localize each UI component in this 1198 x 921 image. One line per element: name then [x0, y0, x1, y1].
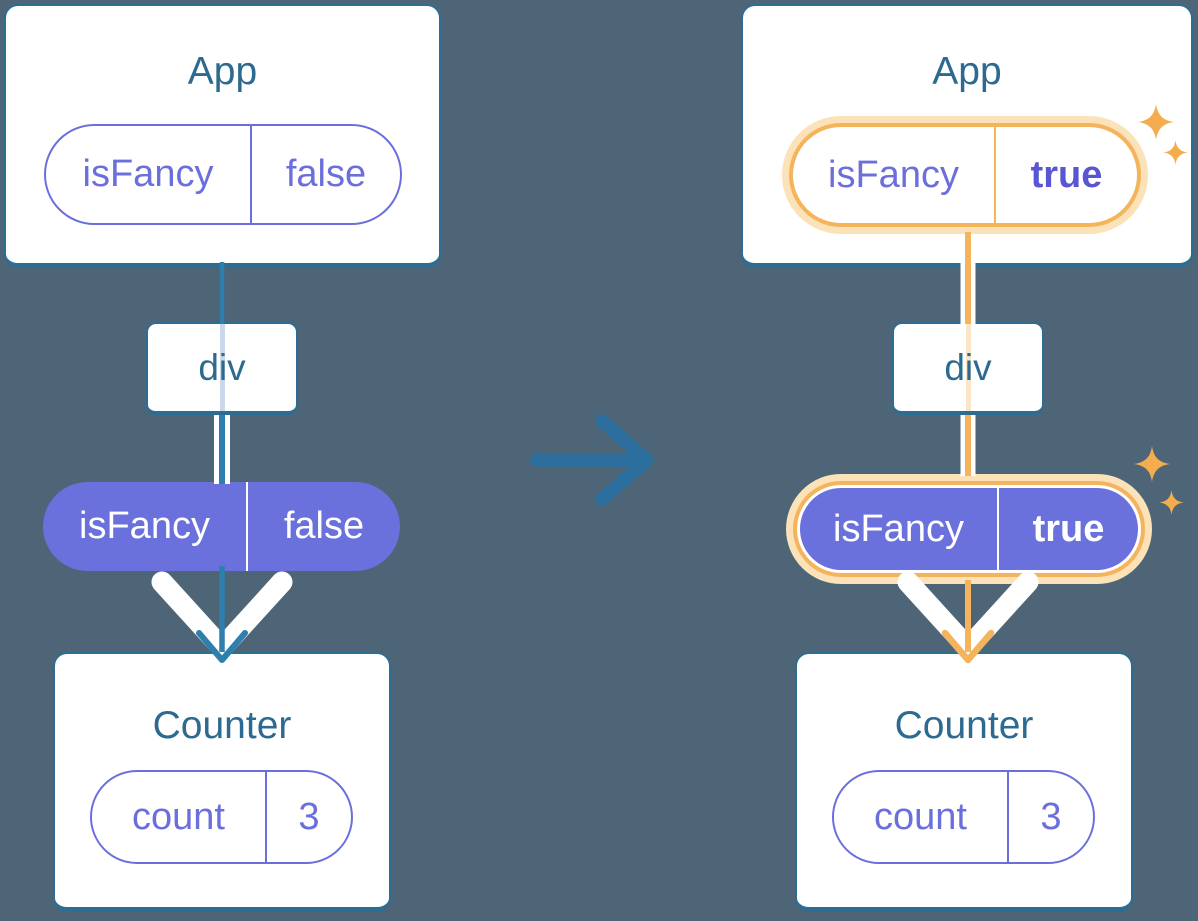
left-edge-app-div: [219, 262, 225, 324]
left-app-prop-value: false: [285, 153, 367, 195]
right-app-prop-value: true: [1030, 153, 1103, 196]
white-chevron-icon: [151, 571, 293, 659]
left-counter-state-value: 3: [298, 795, 320, 838]
left-edge-div-pill: [214, 415, 230, 484]
sparkle-icon-small: [1163, 140, 1188, 165]
left-passed-prop-pill: isFancy false: [43, 482, 400, 571]
right-prop-arrow: [897, 571, 1039, 664]
right-div-through-line: [965, 324, 971, 411]
left-counter-state-name: count: [92, 772, 267, 862]
left-counter-title: Counter: [152, 704, 292, 747]
right-app-prop-pill: isFancy true: [789, 123, 1141, 227]
left-app-card: App isFancy false: [4, 4, 441, 268]
right-counter-card: Counter count 3: [795, 652, 1133, 912]
left-prop-arrow: [151, 566, 293, 663]
right-passed-prop-value: true: [1032, 507, 1105, 550]
right-counter-state-pill: count 3: [832, 770, 1095, 864]
left-passed-prop-value: false: [283, 505, 365, 547]
sparkle-icon-small: [1159, 490, 1184, 515]
left-app-title: App: [187, 50, 258, 93]
right-div-box: div: [892, 322, 1044, 415]
sparkle-icon-large: [1138, 104, 1174, 140]
left-div-box: div: [146, 322, 298, 415]
right-app-prop-name: isFancy: [793, 127, 996, 223]
right-edge-div-pill: [960, 415, 976, 476]
sparkle-icon-large: [1134, 446, 1170, 482]
left-counter-card: Counter count 3: [53, 652, 391, 912]
right-app-title: App: [932, 50, 1002, 93]
left-passed-prop-name: isFancy: [43, 482, 248, 571]
left-app-prop-name: isFancy: [46, 126, 252, 223]
right-counter-title: Counter: [894, 704, 1034, 747]
right-app-prop-pill-highlight: isFancy true: [782, 116, 1148, 234]
transition-arrow-icon: [530, 414, 654, 506]
right-counter-state-name: count: [834, 772, 1009, 862]
white-chevron-icon: [897, 571, 1039, 659]
right-passed-prop-pill-highlight: isFancy true: [786, 474, 1152, 584]
left-app-prop-pill: isFancy false: [44, 124, 402, 225]
right-counter-state-value: 3: [1040, 795, 1062, 838]
left-div-through-line: [219, 324, 225, 411]
right-passed-prop-pill: isFancy true: [793, 481, 1145, 577]
right-passed-prop-name: isFancy: [800, 488, 999, 570]
left-counter-state-pill: count 3: [90, 770, 353, 864]
left-div-label: div: [198, 346, 246, 388]
right-div-label: div: [944, 346, 992, 388]
